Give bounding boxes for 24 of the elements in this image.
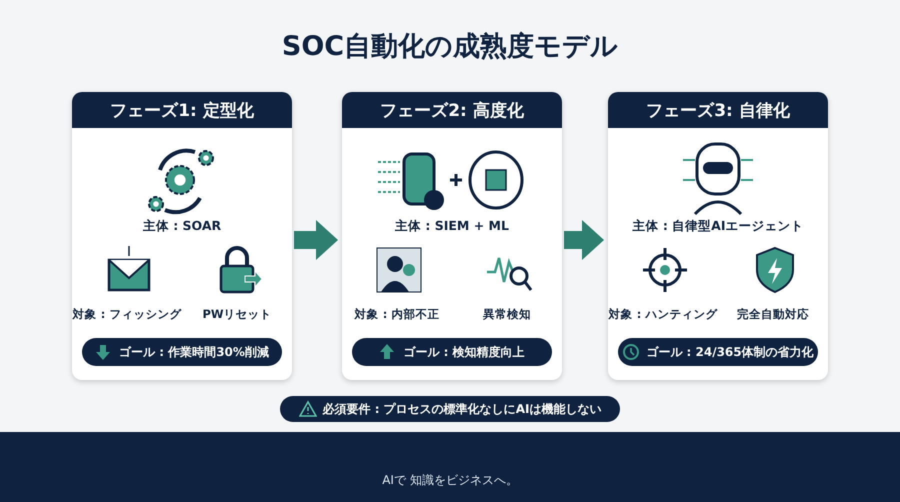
- item-label: 完全自動対応: [736, 307, 810, 322]
- phase-card: [608, 92, 828, 380]
- flow-arrow: [564, 220, 604, 260]
- item-label: 対象 : 内部不正: [353, 307, 440, 322]
- item-label: 対象 : フィッシング: [72, 307, 182, 322]
- phase-header: フェーズ3: 自律化: [608, 92, 828, 128]
- subject-text: 主体 : SOAR: [142, 218, 222, 235]
- item-label: 対象 : ハンティング: [608, 307, 718, 322]
- item-label: 異常検知: [482, 307, 532, 322]
- phase-header: フェーズ2: 高度化: [342, 92, 562, 128]
- item-label: PWリセット: [201, 307, 273, 322]
- phase-card: [342, 92, 562, 380]
- goal-text: ゴール : 24/365体制の省力化: [646, 344, 814, 360]
- goal-text: ゴール : 検知精度向上: [403, 344, 525, 360]
- title: SOC自動化の成熟度モデル: [280, 30, 620, 64]
- tagline: AIで 知識をビジネスへ。: [381, 472, 519, 489]
- phase-header: フェーズ1: 定型化: [72, 92, 292, 128]
- phase-card: [72, 92, 292, 380]
- subject-text: 主体 : 自律型AIエージェント: [631, 218, 805, 235]
- subject-text: 主体 : SIEM + ML: [394, 218, 510, 235]
- goal-text: ゴール : 作業時間30%削減: [119, 344, 269, 360]
- requirement-text: 必須要件 : プロセスの標準化なしにAIは機能しない: [322, 400, 602, 418]
- requirement-pill: [280, 396, 620, 422]
- flow-arrow: [294, 220, 338, 260]
